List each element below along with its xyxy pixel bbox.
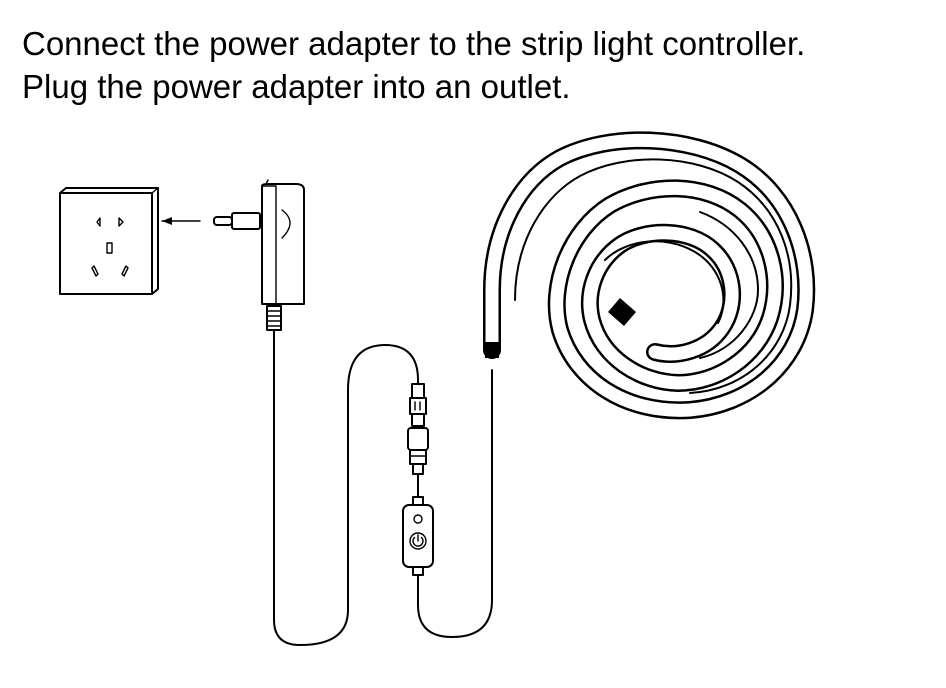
controller — [403, 497, 433, 575]
wall-outlet-icon — [60, 188, 158, 294]
strip-cable — [418, 370, 492, 637]
arrow-left-icon — [162, 217, 200, 225]
adapter-cable — [274, 330, 418, 645]
power-symbol-icon — [410, 533, 426, 549]
dc-connector — [408, 384, 428, 474]
power-adapter-icon — [214, 180, 304, 330]
led-strip-icon — [485, 140, 806, 410]
